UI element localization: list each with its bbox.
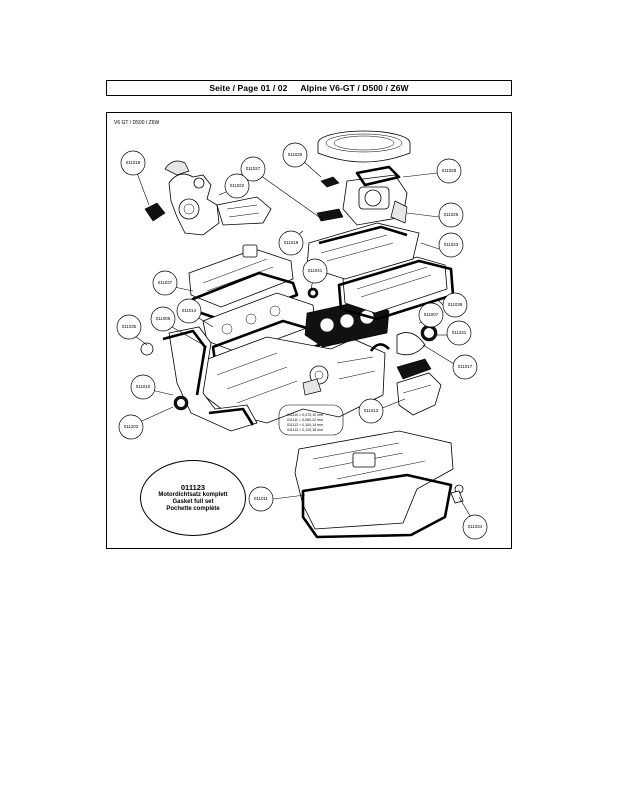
gasket-small-2 <box>316 208 344 222</box>
callout-011026: 011026 <box>438 202 464 228</box>
air-filter-housing <box>317 130 411 163</box>
svg-text:011231: 011231 <box>452 330 467 335</box>
thickness-note-frame <box>278 404 344 436</box>
svg-text:011025: 011025 <box>288 152 303 157</box>
callout-011035: 011035 <box>116 314 142 340</box>
oil-seals-right <box>369 324 438 356</box>
svg-text:011010: 011010 <box>136 384 151 389</box>
callout-011025: 011025 <box>282 142 308 168</box>
callout-011202: 011202 <box>118 414 144 440</box>
thickness-line-4: 011113 = 0,120,16 mm <box>287 428 324 432</box>
panel-caption: V6 GT / D500 / Z6W <box>114 120 160 126</box>
callout-011007: 011007 <box>418 302 444 328</box>
spacer <box>291 83 296 93</box>
gasket-set-line-fr: Pochette complète <box>166 505 220 512</box>
thickness-line-2: 011111 = 0,080,12 mm <box>287 418 323 422</box>
svg-text:011034: 011034 <box>468 524 483 529</box>
callout-011022: 011022 <box>224 173 250 199</box>
svg-text:011041: 011041 <box>308 268 323 273</box>
svg-text:011035: 011035 <box>122 324 137 329</box>
svg-text:011023: 011023 <box>444 242 459 247</box>
svg-text:011202: 011202 <box>124 424 139 429</box>
callout-011011: 011011 <box>248 486 274 512</box>
callout-011038: 011038 <box>442 292 468 318</box>
callout-bubbles: 011018 011025 011027 011028 011022 01102… <box>116 142 488 540</box>
callout-011041: 011041 <box>302 258 328 284</box>
svg-text:011007: 011007 <box>424 312 439 317</box>
bolt-cluster <box>302 378 322 396</box>
svg-text:011012: 011012 <box>364 408 379 413</box>
svg-text:011006: 011006 <box>156 316 171 321</box>
water-pump-assembly <box>144 160 272 236</box>
callout-011014: 011014 <box>176 298 202 324</box>
callout-011006: 011006 <box>150 306 176 332</box>
gasket-set-badge: 011123 Motordichtsatz komplett Gasket fu… <box>140 460 246 536</box>
model-label: Alpine V6-GT / D500 / Z6W <box>300 83 409 93</box>
thickness-line-1: 011110 = 0,070,10 mm <box>287 413 324 417</box>
callout-011012: 011012 <box>358 398 384 424</box>
callout-011023: 011023 <box>438 232 464 258</box>
engine-exploded-diagram: 011018 011025 011027 011028 011022 01102… <box>116 130 488 540</box>
callout-011027: 011027 <box>240 156 266 182</box>
page-label: Seite / Page 01 / 02 <box>209 83 288 93</box>
callout-011231: 011231 <box>446 320 472 346</box>
timing-cover-left <box>140 326 258 432</box>
thickness-note: 011110 = 0,070,10 mm 011111 = 0,080,12 m… <box>287 413 323 433</box>
svg-text:011011: 011011 <box>254 496 269 501</box>
svg-text:011018: 011018 <box>126 160 141 165</box>
callout-011034: 011034 <box>462 514 488 540</box>
svg-text:011027: 011027 <box>246 166 261 171</box>
svg-text:011038: 011038 <box>448 302 463 307</box>
svg-text:011022: 011022 <box>230 183 245 188</box>
svg-text:011026: 011026 <box>444 212 459 217</box>
callout-011028: 011028 <box>436 158 462 184</box>
callout-011037: 011037 <box>152 270 178 296</box>
callout-011019: 011019 <box>278 230 304 256</box>
gasket-set-number: 011123 <box>180 482 206 492</box>
page-title-bar: Seite / Page 01 / 02 Alpine V6-GT / D500… <box>106 80 512 96</box>
callout-011017: 011017 <box>452 354 478 380</box>
callout-011010: 011010 <box>130 374 156 400</box>
svg-text:011019: 011019 <box>284 240 299 245</box>
svg-text:011017: 011017 <box>458 364 473 369</box>
gasket-set-line-de: Motordichtsatz komplett <box>158 491 228 498</box>
intake-manifold <box>306 222 420 280</box>
exploded-view-panel: V6 GT / D500 / Z6W <box>106 112 512 549</box>
exhaust-manifold <box>396 358 442 416</box>
oil-pan <box>294 430 464 539</box>
gasket-small-1 <box>320 176 340 188</box>
svg-text:011037: 011037 <box>158 280 173 285</box>
callout-011018: 011018 <box>120 150 146 176</box>
throttle-body <box>342 165 408 226</box>
svg-text:011014: 011014 <box>182 308 197 313</box>
thickness-line-3: 011112 = 0,100,14 mm <box>287 423 324 427</box>
gasket-set-line-en: Gasket full set <box>172 498 214 505</box>
svg-text:011028: 011028 <box>442 168 457 173</box>
